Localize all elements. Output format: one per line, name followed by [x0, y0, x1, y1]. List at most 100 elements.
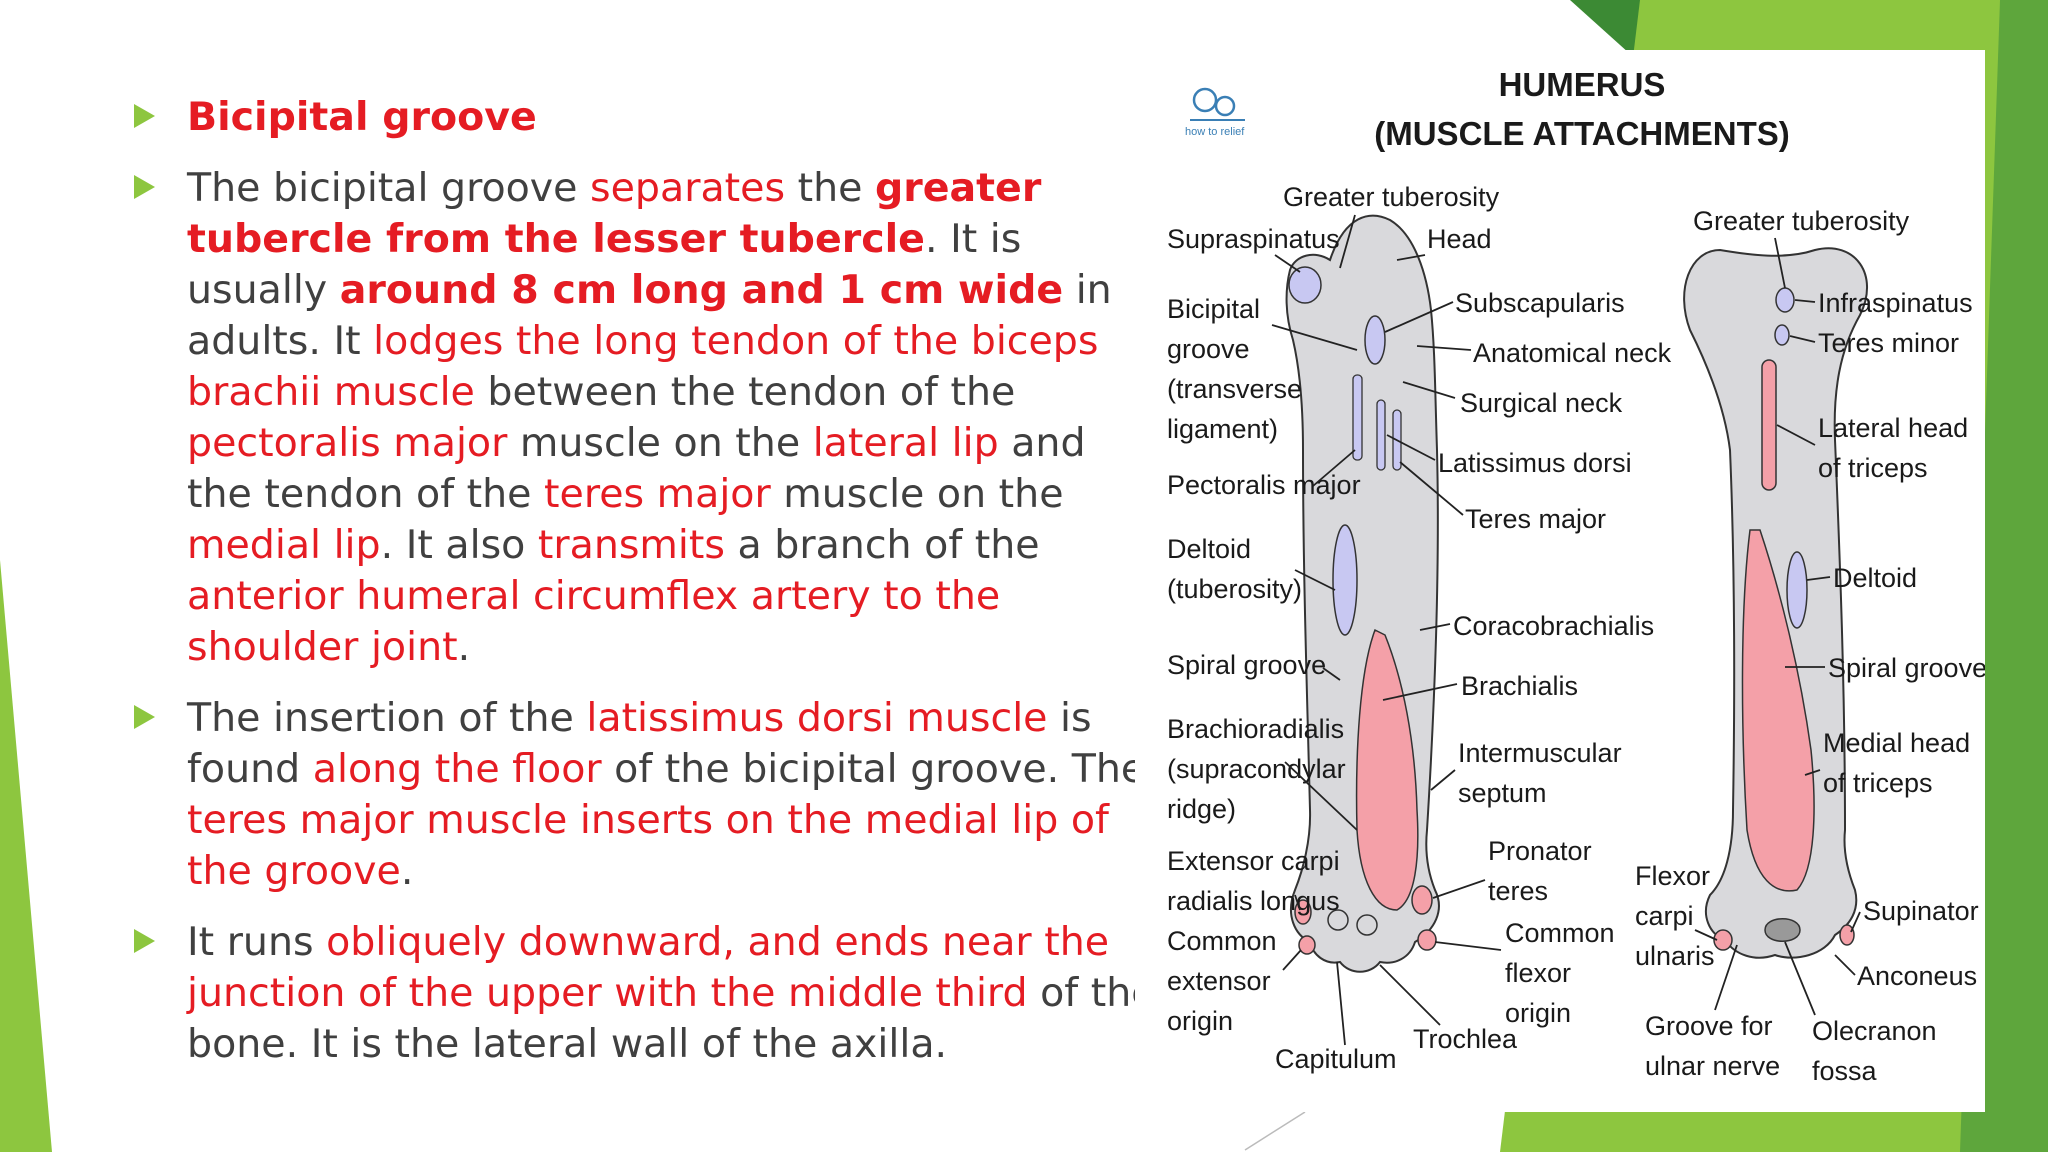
- text-segment: The bicipital groove: [187, 165, 591, 211]
- pectoralis-major-mark: [1352, 374, 1363, 461]
- label-supraspinatus: Supraspinatus: [1167, 224, 1340, 254]
- teres-minor-mark: [1774, 324, 1790, 346]
- label-pronator-1: Pronator: [1488, 836, 1592, 866]
- text-segment: Bicipital groove: [187, 94, 537, 140]
- label-common-flexor-2: flexor: [1505, 958, 1571, 988]
- figure-title: HUMERUS: [1499, 66, 1666, 103]
- text-segment: latissimus dorsi muscle: [586, 695, 1048, 741]
- humerus-figure: how to relief HUMERUS (MUSCLE ATTACHMENT…: [1135, 50, 1985, 1112]
- watermark-text: how to relief: [1185, 126, 1245, 138]
- bullet-text: It runs obliquely downward, and ends nea…: [187, 917, 1160, 1070]
- label-bicipital-groove-4: ligament): [1167, 414, 1278, 444]
- text-segment: of the bicipital groove. The: [601, 746, 1146, 792]
- bullet-text: The bicipital groove separates the great…: [187, 163, 1160, 673]
- humerus-diagram: how to relief HUMERUS (MUSCLE ATTACHMENT…: [1167, 66, 1985, 1086]
- label-medial-head-2: of triceps: [1823, 768, 1933, 798]
- flexor-carpi-mark: [1713, 929, 1733, 951]
- label-brachioradialis-1: Brachioradialis: [1167, 714, 1344, 744]
- text-segment: greater tubercle from the lesser tubercl…: [187, 165, 1042, 262]
- text-segment: around 8 cm long and 1 cm wide: [339, 267, 1064, 313]
- label-head: Head: [1427, 224, 1492, 254]
- label-infraspinatus: Infraspinatus: [1818, 288, 1973, 318]
- triangle-bullet-icon: [134, 175, 155, 199]
- text-segment: muscle on the: [507, 420, 813, 466]
- bullet-item: The insertion of the latissimus dorsi mu…: [130, 693, 1160, 897]
- triangle-bullet-icon: [134, 104, 155, 128]
- label-flexor-2: carpi: [1635, 901, 1694, 931]
- label-teres-minor: Teres minor: [1818, 328, 1959, 358]
- subscapularis-mark: [1364, 315, 1386, 365]
- text-segment: the: [785, 165, 875, 211]
- label-post-deltoid: Deltoid: [1833, 563, 1917, 593]
- text-segment: along the floor: [312, 746, 602, 792]
- label-post-spiral-groove: Spiral groove: [1828, 653, 1985, 683]
- label-olecranon-1: Olecranon: [1812, 1016, 1937, 1046]
- bullet-text: The insertion of the latissimus dorsi mu…: [187, 693, 1160, 897]
- text-segment: The insertion of the: [187, 695, 587, 741]
- label-flexor-3: ulnaris: [1635, 941, 1715, 971]
- deltoid-mark: [1332, 524, 1358, 636]
- anterior-humerus: [1285, 214, 1440, 973]
- text-segment: .: [400, 848, 414, 894]
- posterior-humerus: [1683, 247, 1869, 959]
- text-segment: pectoralis major: [187, 420, 508, 466]
- watermark-logo: how to relief: [1185, 87, 1245, 138]
- label-groove-ulnar-1: Groove for: [1645, 1011, 1773, 1041]
- common-extensor-mark: [1298, 935, 1316, 955]
- decor-thin-line: [1244, 1111, 1306, 1151]
- label-pronator-2: teres: [1488, 876, 1548, 906]
- text-segment: obliquely downward, and ends near the ju…: [187, 919, 1110, 1016]
- text-segment: teres major muscle inserts on the medial…: [187, 797, 1109, 894]
- label-deltoid-2: (tuberosity): [1167, 574, 1302, 604]
- triangle-bullet-icon: [134, 705, 155, 729]
- label-groove-ulnar-2: ulnar nerve: [1645, 1051, 1780, 1081]
- common-flexor-mark: [1417, 929, 1437, 951]
- pronator-teres-mark: [1411, 885, 1433, 915]
- label-supinator: Supinator: [1863, 896, 1979, 926]
- label-capitulum: Capitulum: [1275, 1044, 1397, 1074]
- bullet-item: Bicipital groove: [130, 92, 1160, 143]
- label-common-extensor-1: Common: [1167, 926, 1277, 956]
- text-segment: .: [457, 624, 471, 670]
- label-common-flexor-3: origin: [1505, 998, 1571, 1028]
- text-segment: separates: [590, 165, 786, 211]
- olecranon-fossa: [1764, 918, 1801, 942]
- text-segment: lateral lip: [812, 420, 999, 466]
- label-anatomical-neck: Anatomical neck: [1473, 338, 1672, 368]
- label-post-greater-tuberosity: Greater tuberosity: [1693, 206, 1910, 236]
- label-anconeus: Anconeus: [1857, 961, 1977, 991]
- text-segment: medial lip: [187, 522, 381, 568]
- label-brachialis: Brachialis: [1461, 671, 1578, 701]
- text-segment: a branch of the: [724, 522, 1040, 568]
- bullet-item: It runs obliquely downward, and ends nea…: [130, 917, 1160, 1070]
- bullet-text: Bicipital groove: [187, 92, 1160, 143]
- infraspinatus-mark: [1775, 287, 1795, 313]
- text-segment: in adults. It: [187, 267, 1112, 364]
- figure-subtitle: (MUSCLE ATTACHMENTS): [1374, 115, 1790, 152]
- label-bicipital-groove-2: groove: [1167, 334, 1250, 364]
- text-segment: is found: [187, 695, 1092, 792]
- label-extensor-carpi-1: Extensor carpi: [1167, 846, 1340, 876]
- label-lateral-head-1: Lateral head: [1818, 413, 1968, 443]
- posterior-labels: Greater tuberosity Infraspinatus Teres m…: [1635, 206, 1985, 1086]
- label-brachioradialis-2: (supracondylar: [1167, 754, 1346, 784]
- label-surgical-neck: Surgical neck: [1460, 388, 1623, 418]
- label-extensor-carpi-2: radialis longus: [1167, 886, 1340, 916]
- bullet-item: The bicipital groove separates the great…: [130, 163, 1160, 673]
- brachialis-mark: [1355, 628, 1419, 911]
- label-spiral-groove: Spiral groove: [1167, 650, 1326, 680]
- label-latissimus-dorsi: Latissimus dorsi: [1438, 448, 1632, 478]
- medial-head-triceps-mark: [1741, 529, 1815, 892]
- label-deltoid-1: Deltoid: [1167, 534, 1251, 564]
- posterior-deltoid-mark: [1786, 551, 1808, 629]
- label-intermuscular-2: septum: [1458, 778, 1547, 808]
- label-intermuscular-1: Intermuscular: [1458, 738, 1622, 768]
- label-medial-head-1: Medial head: [1823, 728, 1970, 758]
- text-segment: between the tendon of the: [474, 369, 1016, 415]
- text-segment: anterior humeral circumflex artery to th…: [187, 573, 1001, 670]
- text-segment: lodges the long tendon of the biceps bra…: [187, 318, 1099, 415]
- label-lateral-head-2: of triceps: [1818, 453, 1928, 483]
- label-subscapularis: Subscapularis: [1455, 288, 1625, 318]
- anterior-labels: Greater tuberosity Supraspinatus Head Bi…: [1167, 182, 1672, 1074]
- label-teres-major: Teres major: [1465, 504, 1606, 534]
